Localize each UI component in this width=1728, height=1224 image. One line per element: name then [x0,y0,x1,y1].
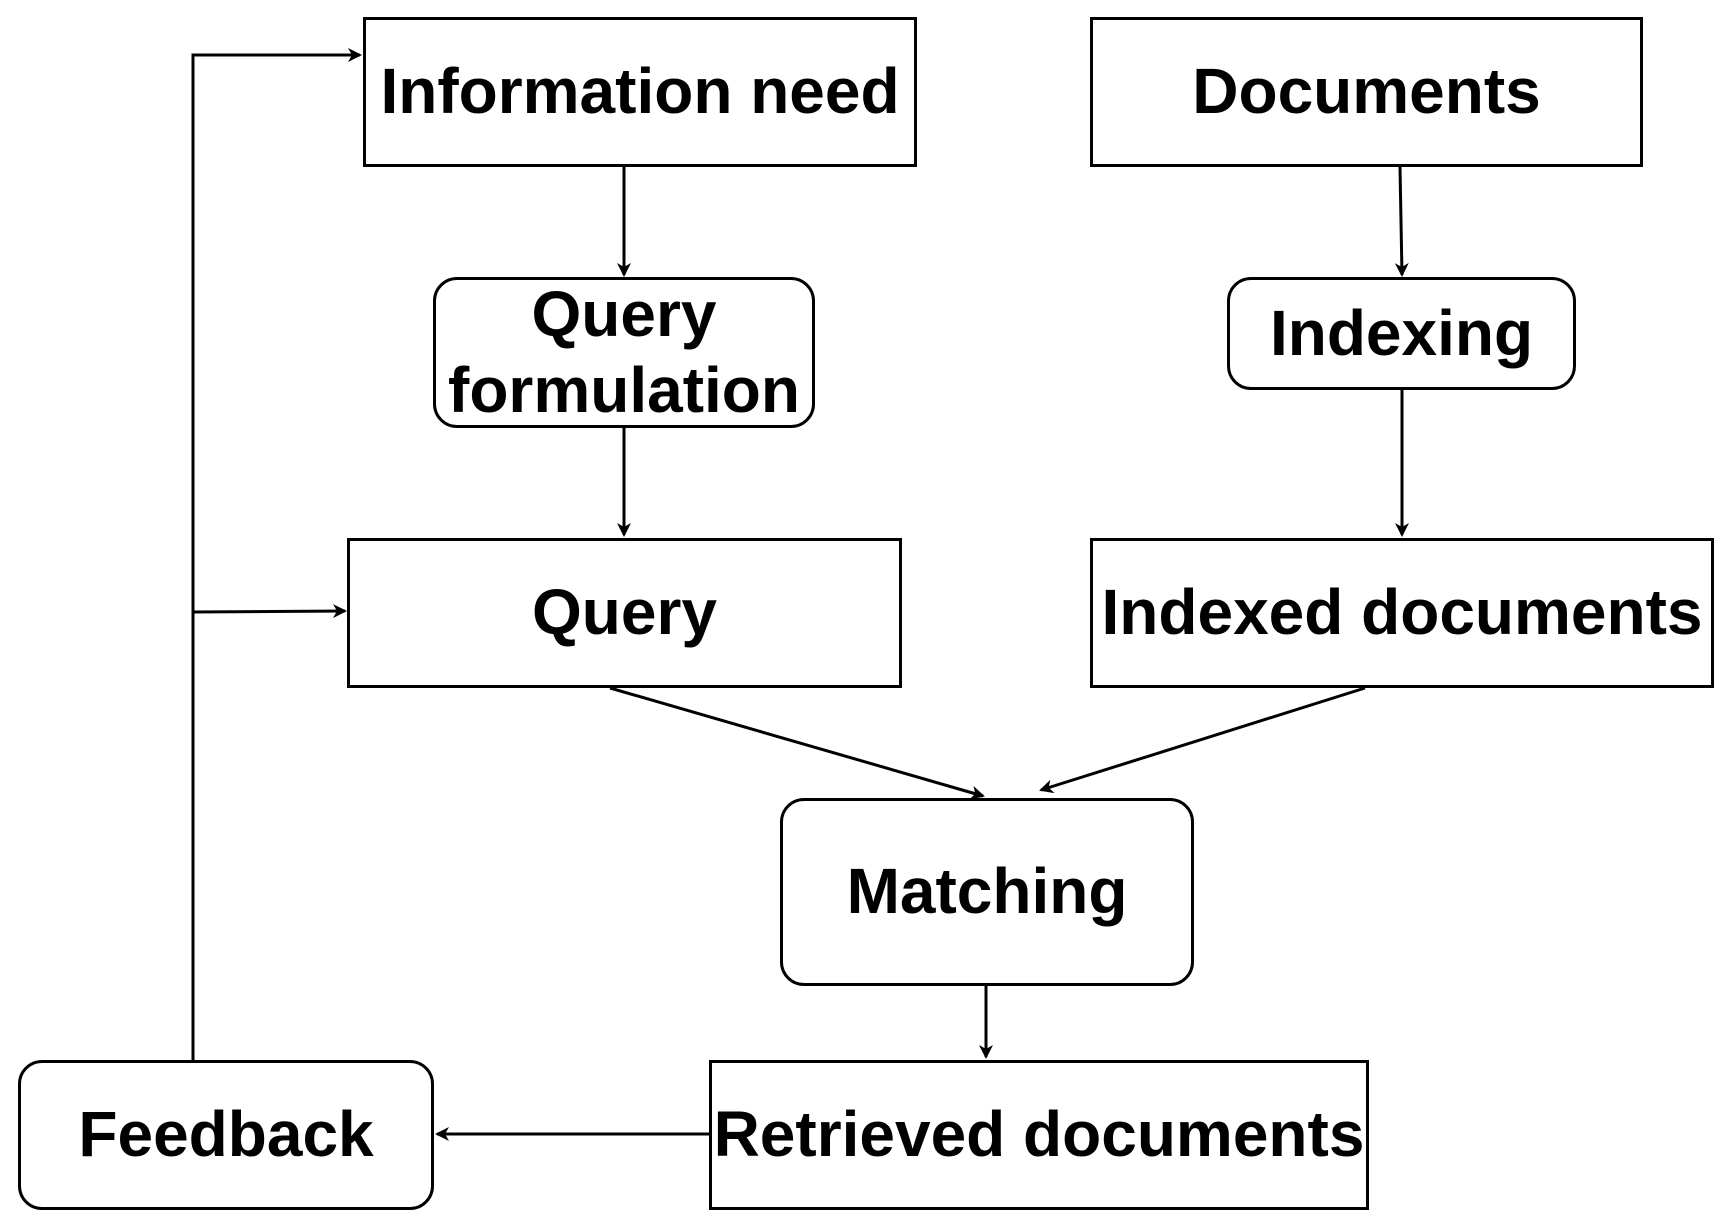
arrow-indexed-to-matching [1039,686,1366,794]
indexing-box: Indexing [1227,277,1576,390]
query-box: Query [347,538,902,688]
information-need-label: Information need [380,55,900,128]
indexing-label: Indexing [1269,296,1534,369]
matching-box: Matching [780,798,1194,986]
retrieved-documents-box: Retrieved documents [709,1060,1369,1210]
retrieved-documents-label: Retrieved documents [713,1098,1365,1171]
arrow-query-to-matching [609,686,985,800]
arrow-documents-to-indexing [1394,166,1409,277]
matching-label: Matching [846,855,1128,928]
documents-box: Documents [1090,17,1643,167]
indexed-documents-box: Indexed documents [1090,538,1714,688]
arrow-feedback-to-query [192,604,347,619]
query-formulation-label: Query formulation [448,277,800,426]
indexed-documents-label: Indexed documents [1101,576,1703,649]
information-need-box: Information need [363,17,917,167]
query-formulation-box: Query formulation [433,277,815,428]
feedback-label: Feedback [78,1098,374,1171]
feedback-box: Feedback [18,1060,434,1210]
feedback-loop-line [191,48,362,1060]
documents-label: Documents [1192,55,1541,128]
query-label: Query [532,576,717,649]
